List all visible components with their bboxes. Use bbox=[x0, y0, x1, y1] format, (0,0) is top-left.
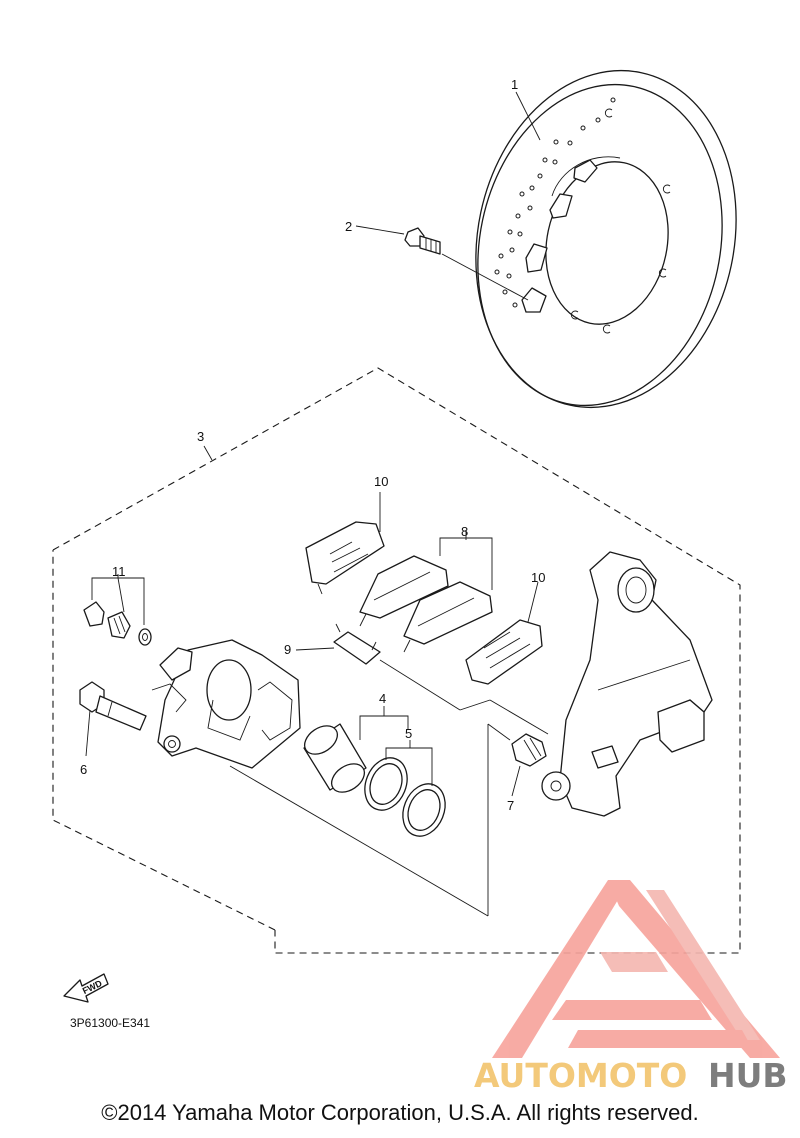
brake-disc bbox=[475, 69, 737, 409]
forward-arrow-icon: FWD bbox=[63, 973, 109, 1003]
callout-8: 8 bbox=[461, 524, 468, 539]
callout-1: 1 bbox=[511, 77, 518, 92]
piston-seals bbox=[364, 757, 446, 837]
caliper-boot bbox=[511, 733, 547, 767]
callout-10-lower: 10 bbox=[531, 570, 545, 585]
brake-pads bbox=[359, 555, 493, 653]
disc-bolt bbox=[404, 227, 441, 255]
caliper-piston bbox=[303, 723, 367, 793]
pad-shim-right bbox=[465, 619, 543, 685]
diagram-code: 3P61300-E341 bbox=[70, 1016, 150, 1030]
pad-spring bbox=[333, 623, 381, 665]
automotohub-logo-mark bbox=[492, 880, 780, 1058]
watermark-logo: AUTOMOTO HUB bbox=[474, 880, 788, 1095]
copyright-notice: ©2014 Yamaha Motor Corporation, U.S.A. A… bbox=[101, 1100, 699, 1125]
callout-6: 6 bbox=[80, 762, 87, 777]
callout-11: 11 bbox=[112, 564, 126, 579]
callout-9: 9 bbox=[284, 642, 291, 657]
watermark-text-hub: HUB bbox=[708, 1056, 788, 1095]
callout-3: 3 bbox=[197, 429, 204, 444]
callout-7: 7 bbox=[507, 798, 514, 813]
caliper-body bbox=[151, 639, 301, 769]
bleed-screw-set bbox=[83, 601, 152, 646]
callout-5: 5 bbox=[405, 726, 412, 741]
pad-shim-left bbox=[305, 521, 385, 595]
callout-2: 2 bbox=[345, 219, 352, 234]
watermark-text-automoto: AUTOMOTO bbox=[474, 1056, 687, 1095]
callout-4: 4 bbox=[379, 691, 386, 706]
caliper-assembly-outline bbox=[52, 367, 741, 954]
leader-lines bbox=[85, 91, 549, 917]
caliper-pin-bolt bbox=[79, 681, 147, 731]
callout-10-upper: 10 bbox=[374, 474, 388, 489]
caliper-bracket bbox=[541, 551, 713, 817]
